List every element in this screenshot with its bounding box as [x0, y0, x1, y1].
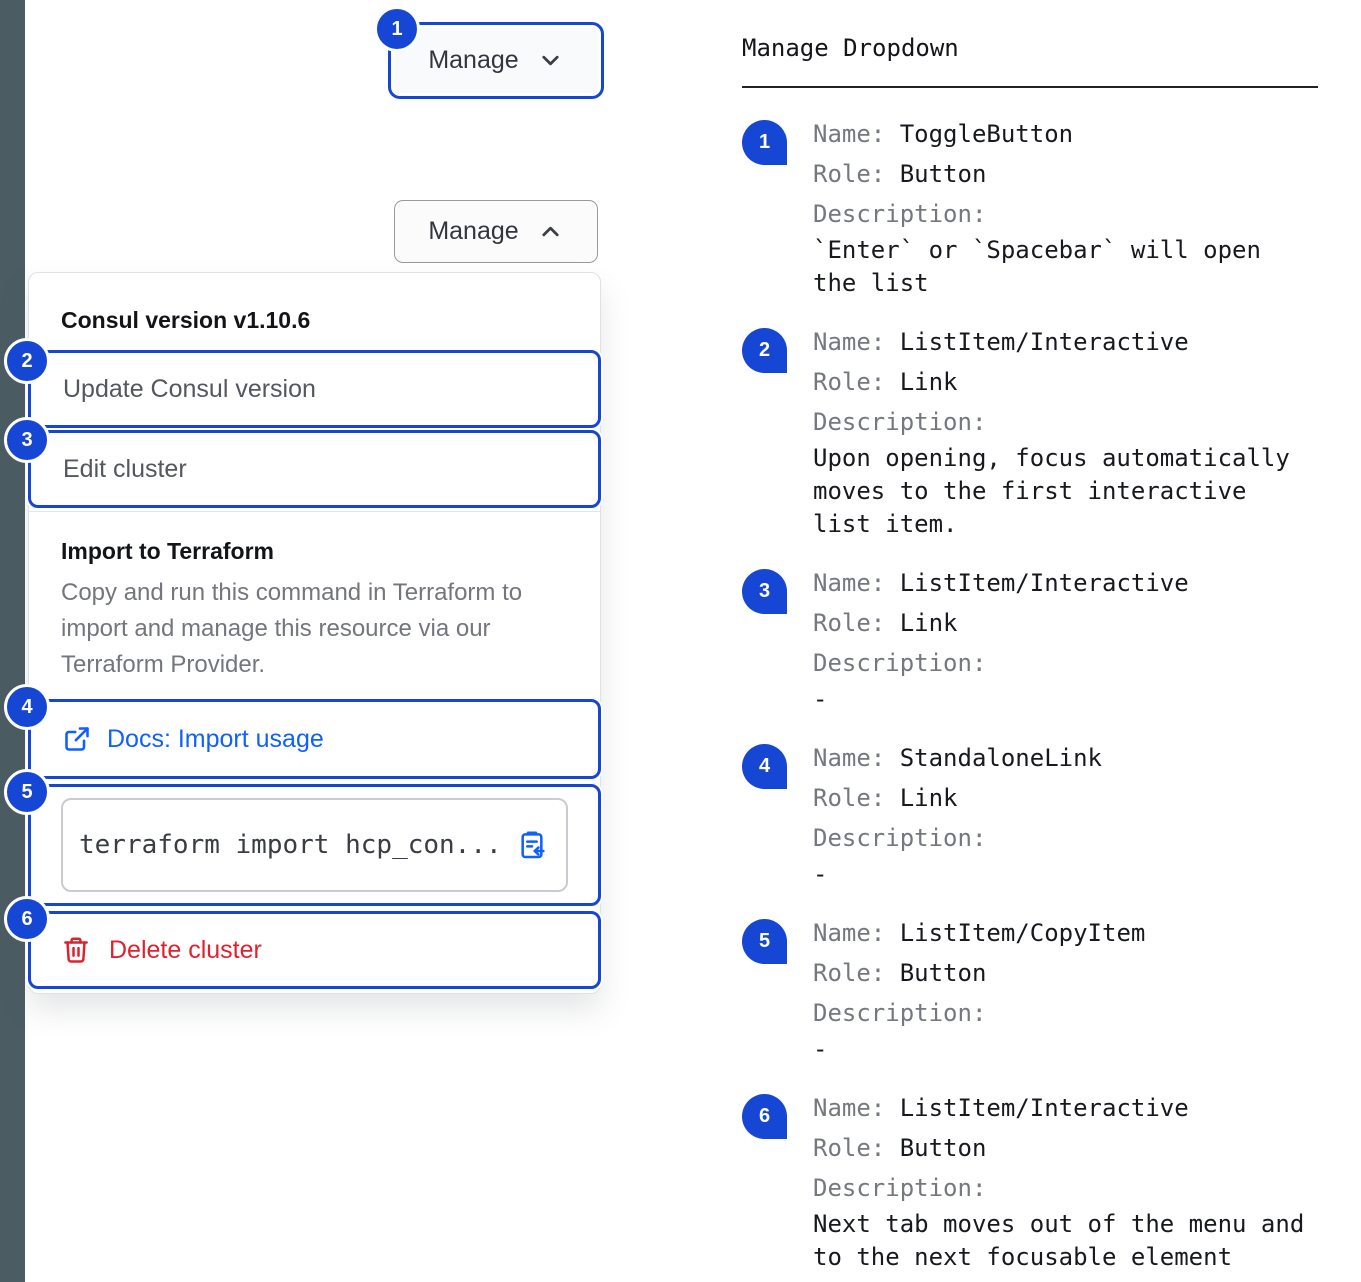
name-value: ToggleButton [899, 120, 1074, 148]
update-item-label: Update Consul version [63, 374, 316, 403]
description-label: Description: [813, 200, 987, 228]
role-value: Button [899, 160, 987, 188]
role-label: Role: [813, 160, 886, 188]
description-label: Description: [813, 824, 987, 852]
terraform-command-text: terraform import hcp_con... [79, 830, 502, 860]
spec-entry-text: Name: ListItem/Interactive Role: Link De… [813, 563, 1313, 716]
docs-link-label: Docs: Import usage [107, 724, 324, 753]
name-label: Name: [813, 120, 886, 148]
spec-entry-text: Name: ListItem/Interactive Role: Link De… [813, 322, 1313, 541]
trash-icon [61, 935, 91, 965]
spec-badge-2: 2 [742, 328, 787, 373]
manage-dropdown-menu: Consul version v1.10.6 Update Consul ver… [28, 272, 601, 994]
chevron-down-icon [537, 47, 564, 74]
name-value: ListItem/Interactive [899, 569, 1189, 597]
manage-toggle-button-open[interactable]: Manage [394, 200, 598, 263]
annotation-badge-1: 1 [374, 6, 420, 52]
description-value: - [813, 685, 828, 713]
spec-entry-text: Name: ListItem/CopyItem Role: Button Des… [813, 913, 1313, 1066]
docs-link-annotation-outline: Docs: Import usage [28, 699, 601, 779]
name-label: Name: [813, 569, 886, 597]
manage-toggle-button[interactable]: Manage [394, 28, 598, 93]
name-label: Name: [813, 328, 886, 356]
annotation-badge-6: 6 [4, 896, 50, 942]
delete-item-label: Delete cluster [109, 935, 262, 964]
annotation-badge-3: 3 [4, 417, 50, 463]
import-section-description: Copy and run this command in Terraform t… [61, 579, 523, 678]
name-label: Name: [813, 744, 886, 772]
spec-badge-6: 6 [742, 1094, 787, 1139]
description-value: - [813, 1035, 828, 1063]
description-value: `Enter` or `Spacebar` will open the list [813, 236, 1261, 297]
description-label: Description: [813, 999, 987, 1027]
consul-version-label: Consul version v1.10.6 [61, 307, 311, 333]
role-label: Role: [813, 959, 886, 987]
spec-badge-4: 4 [742, 744, 787, 789]
role-label: Role: [813, 609, 886, 637]
update-item-annotation-outline: Update Consul version [28, 350, 601, 428]
name-value: ListItem/Interactive [899, 328, 1189, 356]
spec-badge-3: 3 [742, 569, 787, 614]
description-label: Description: [813, 649, 987, 677]
role-label: Role: [813, 784, 886, 812]
spec-entry-text: Name: ListItem/Interactive Role: Button … [813, 1088, 1313, 1274]
menu-item-docs-import-usage[interactable]: Docs: Import usage [31, 725, 598, 754]
name-value: StandaloneLink [899, 744, 1102, 772]
left-sidebar-stripe [0, 0, 25, 1282]
role-label: Role: [813, 1134, 886, 1162]
description-value: - [813, 860, 828, 888]
import-section-title: Import to Terraform [61, 538, 274, 564]
menu-item-edit-cluster[interactable]: Edit cluster [31, 455, 598, 484]
role-value: Button [899, 959, 987, 987]
spec-entry-6: 6 Name: ListItem/Interactive Role: Butto… [742, 1088, 1322, 1274]
spec-entry-1: 1 Name: ToggleButton Role: Button Descri… [742, 114, 1322, 300]
spec-entry-text: Name: ToggleButton Role: Button Descript… [813, 114, 1313, 300]
spec-entry-4: 4 Name: StandaloneLink Role: Link Descri… [742, 738, 1322, 891]
spec-panel-rule [742, 86, 1318, 88]
description-label: Description: [813, 1174, 987, 1202]
manage-toggle-open-label: Manage [428, 217, 519, 245]
spec-panel-title: Manage Dropdown [742, 34, 959, 62]
description-value: Upon opening, focus automatically moves … [813, 444, 1290, 538]
chevron-up-icon [537, 218, 564, 245]
role-value: Button [899, 1134, 987, 1162]
name-value: ListItem/Interactive [899, 1094, 1189, 1122]
role-value: Link [899, 609, 958, 637]
external-link-icon [63, 725, 91, 753]
spec-entry-text: Name: StandaloneLink Role: Link Descript… [813, 738, 1313, 891]
copy-command-button[interactable]: terraform import hcp_con... [61, 798, 568, 892]
annotation-badge-4: 4 [4, 684, 50, 730]
edit-item-label: Edit cluster [63, 454, 187, 483]
delete-item-annotation-outline: Delete cluster [28, 911, 601, 989]
edit-item-annotation-outline: Edit cluster [28, 430, 601, 508]
spec-badge-1: 1 [742, 120, 787, 165]
menu-item-delete-cluster[interactable]: Delete cluster [31, 935, 598, 965]
annotation-badge-2: 2 [4, 338, 50, 384]
role-value: Link [899, 368, 958, 396]
role-label: Role: [813, 368, 886, 396]
spec-entry-3: 3 Name: ListItem/Interactive Role: Link … [742, 563, 1322, 716]
spec-entry-2: 2 Name: ListItem/Interactive Role: Link … [742, 322, 1322, 541]
menu-divider [29, 511, 600, 512]
manage-toggle-label: Manage [428, 46, 519, 74]
name-value: ListItem/CopyItem [899, 919, 1146, 947]
toggle-button-annotation-outline: Manage [388, 22, 604, 99]
role-value: Link [899, 784, 958, 812]
menu-item-update-consul-version[interactable]: Update Consul version [31, 375, 598, 404]
annotation-badge-5: 5 [4, 769, 50, 815]
copy-icon[interactable] [516, 829, 548, 861]
copy-item-annotation-outline: terraform import hcp_con... [28, 784, 601, 906]
spec-badge-5: 5 [742, 919, 787, 964]
name-label: Name: [813, 1094, 886, 1122]
spec-panel: Manage Dropdown 1 Name: ToggleButton Rol… [742, 34, 1322, 1282]
spec-entry-5: 5 Name: ListItem/CopyItem Role: Button D… [742, 913, 1322, 1066]
description-label: Description: [813, 408, 987, 436]
name-label: Name: [813, 919, 886, 947]
description-value: Next tab moves out of the menu and to th… [813, 1210, 1305, 1271]
